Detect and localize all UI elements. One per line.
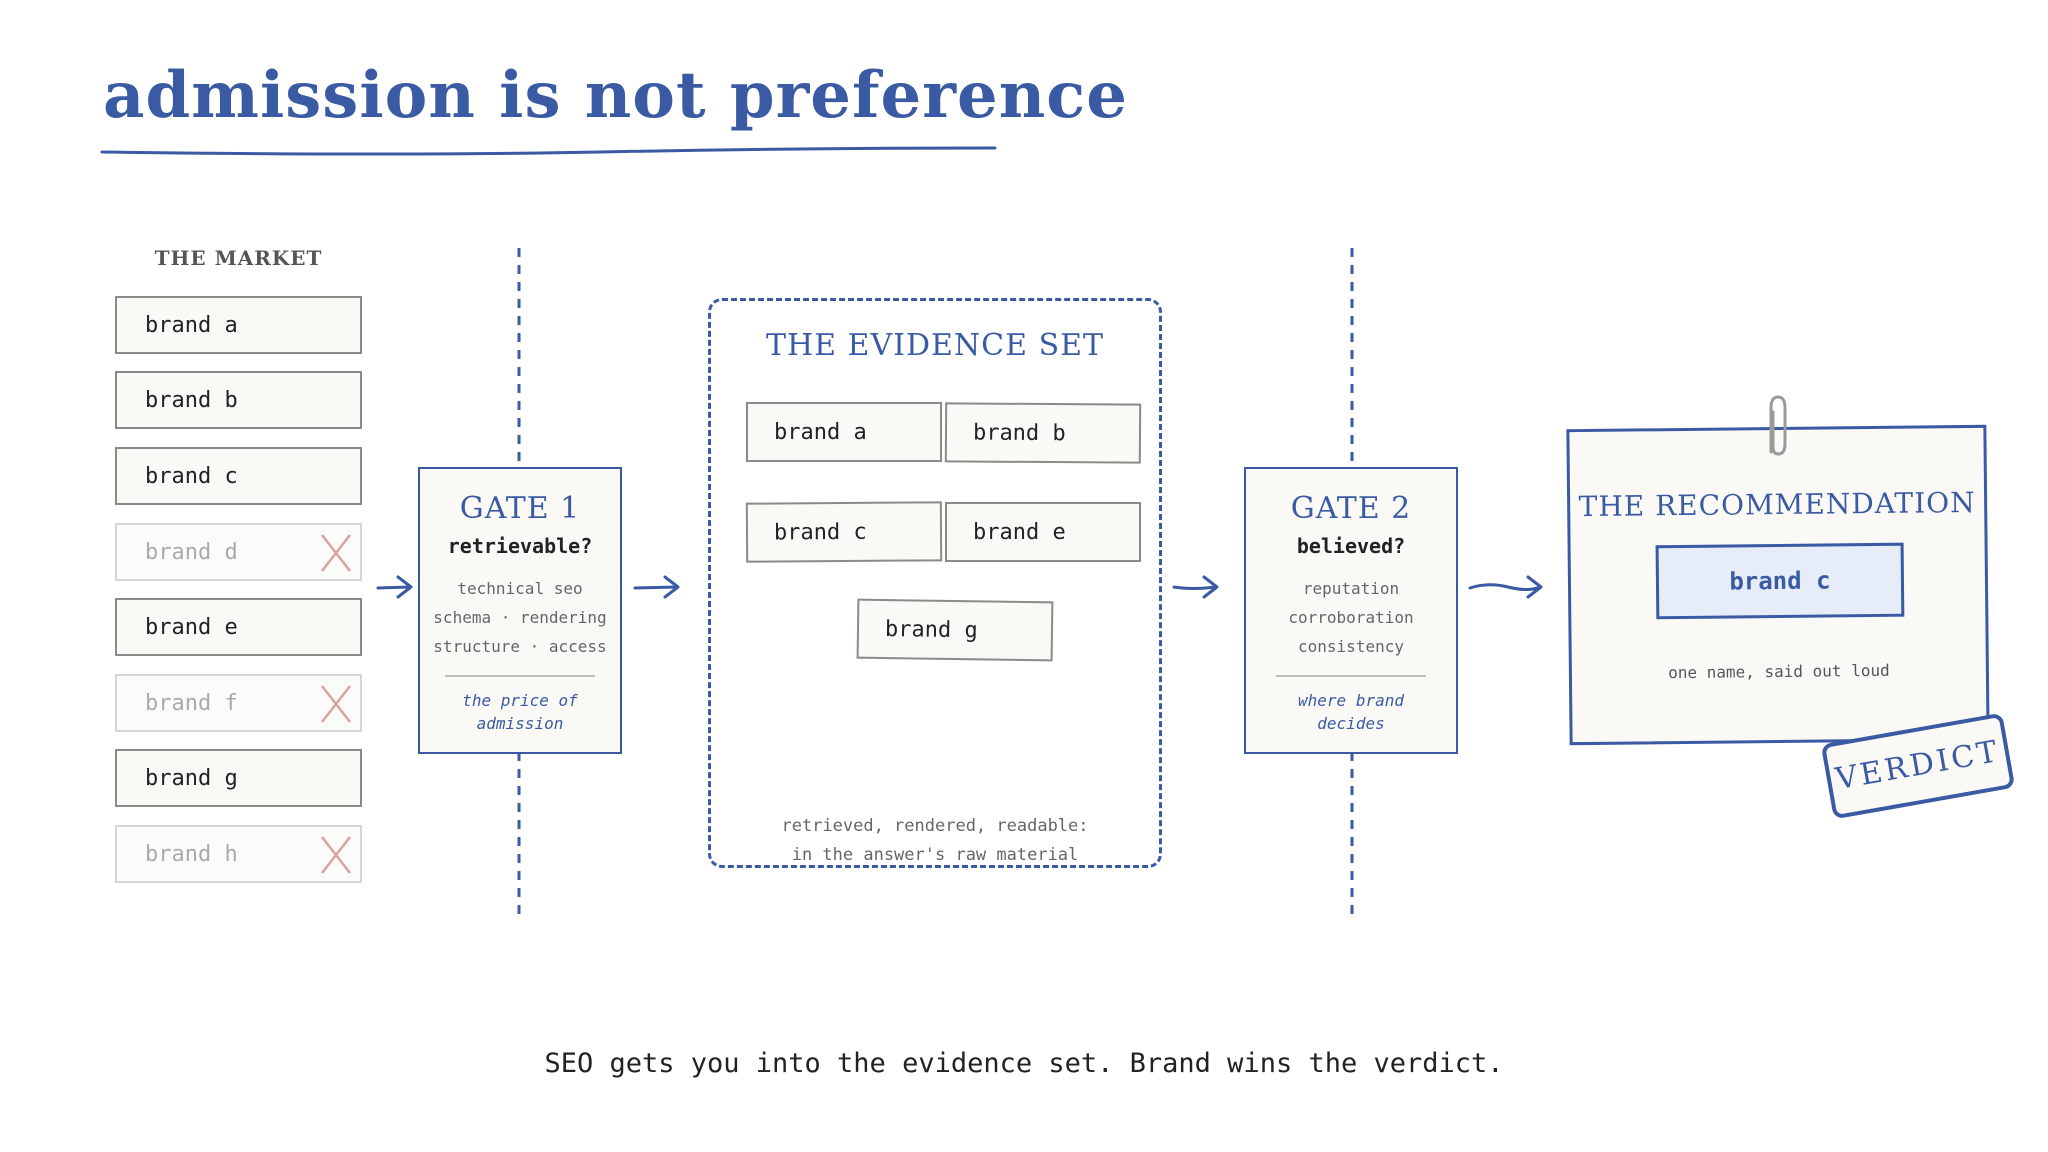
market-label: THE MARKET — [154, 246, 323, 270]
market-brand-card: brand e — [115, 598, 362, 656]
divider — [1276, 675, 1426, 677]
evidence-set-caption: retrieved, rendered, readable: in the an… — [708, 812, 1162, 870]
brand-label: brand g — [884, 617, 978, 644]
arrow-right-icon — [1468, 575, 1543, 599]
market-brand-card-rejected: brand d — [115, 523, 362, 581]
criterion: technical seo — [457, 579, 583, 598]
brand-label: brand a — [774, 420, 867, 445]
caption-line: retrieved, rendered, readable: — [781, 816, 1089, 836]
reject-x-icon — [321, 685, 351, 723]
recommended-brand: brand c — [1655, 542, 1905, 620]
brand-label: brand a — [145, 313, 238, 338]
brand-label: brand c — [773, 519, 867, 546]
brand-label: brand h — [145, 842, 238, 867]
gate-1-card: GATE 1 retrievable? technical seo schema… — [418, 467, 622, 754]
tagline: SEO gets you into the evidence set. Bran… — [544, 1048, 1504, 1079]
reject-x-icon — [321, 836, 351, 874]
recommendation-card: THE RECOMMENDATION brand c one name, sai… — [1566, 424, 1990, 746]
criterion: corroboration — [1288, 608, 1414, 627]
market-brand-card: brand b — [115, 371, 362, 429]
recommendation-note: one name, said out loud — [1668, 660, 1890, 683]
reject-x-icon — [321, 534, 351, 572]
page-title: admission is not preference — [103, 58, 1128, 133]
arrow-right-icon — [376, 575, 413, 599]
gate-criteria: reputation corroboration consistency — [1246, 574, 1456, 661]
note-line: where brand — [1298, 691, 1404, 710]
divider — [445, 675, 595, 677]
gate-note: where brand decides — [1246, 689, 1456, 735]
gate-criteria: technical seo schema · rendering structu… — [420, 574, 620, 661]
note-line: the price of — [462, 691, 578, 710]
criterion: structure · access — [433, 637, 607, 656]
evidence-set-title: THE EVIDENCE SET — [765, 328, 1105, 363]
brand-label: brand e — [145, 615, 238, 640]
gate-note: the price of admission — [420, 689, 620, 735]
note-line: decides — [1317, 714, 1385, 733]
gate-title: GATE 2 — [1290, 491, 1412, 526]
market-brand-card: brand c — [115, 447, 362, 505]
criterion: schema · rendering — [433, 608, 607, 627]
evidence-brand-card: brand e — [945, 502, 1141, 562]
brand-label: brand c — [145, 464, 238, 489]
arrow-right-icon — [633, 575, 680, 599]
brand-label: brand g — [145, 766, 238, 791]
brand-label: brand b — [972, 420, 1066, 447]
criterion: reputation — [1302, 579, 1400, 598]
market-brand-card-rejected: brand h — [115, 825, 362, 883]
gate-2-card: GATE 2 believed? reputation corroboratio… — [1244, 467, 1458, 754]
market-brand-card: brand g — [115, 749, 362, 807]
brand-label: brand b — [145, 388, 238, 413]
evidence-brand-card: brand a — [746, 402, 942, 462]
note-line: admission — [476, 714, 564, 733]
paperclip-icon — [1769, 395, 1787, 456]
recommendation-title: THE RECOMMENDATION — [1578, 485, 1976, 524]
evidence-brand-card: brand b — [944, 402, 1142, 464]
brand-label: brand d — [145, 540, 238, 565]
arrow-right-icon — [1172, 575, 1219, 599]
brand-label: brand f — [145, 691, 238, 716]
gate-title: GATE 1 — [459, 491, 581, 526]
criterion: consistency — [1298, 637, 1404, 656]
evidence-brand-card: brand c — [745, 501, 943, 563]
title-underline — [100, 146, 997, 156]
gate-question: believed? — [1296, 534, 1406, 558]
caption-line: in the answer's raw material — [791, 845, 1079, 865]
brand-label: brand e — [973, 520, 1066, 545]
market-brand-card-rejected: brand f — [115, 674, 362, 732]
evidence-set-frame — [708, 298, 1162, 868]
gate-question: retrievable? — [447, 534, 593, 558]
evidence-brand-card: brand g — [856, 598, 1054, 662]
market-brand-card: brand a — [115, 296, 362, 354]
